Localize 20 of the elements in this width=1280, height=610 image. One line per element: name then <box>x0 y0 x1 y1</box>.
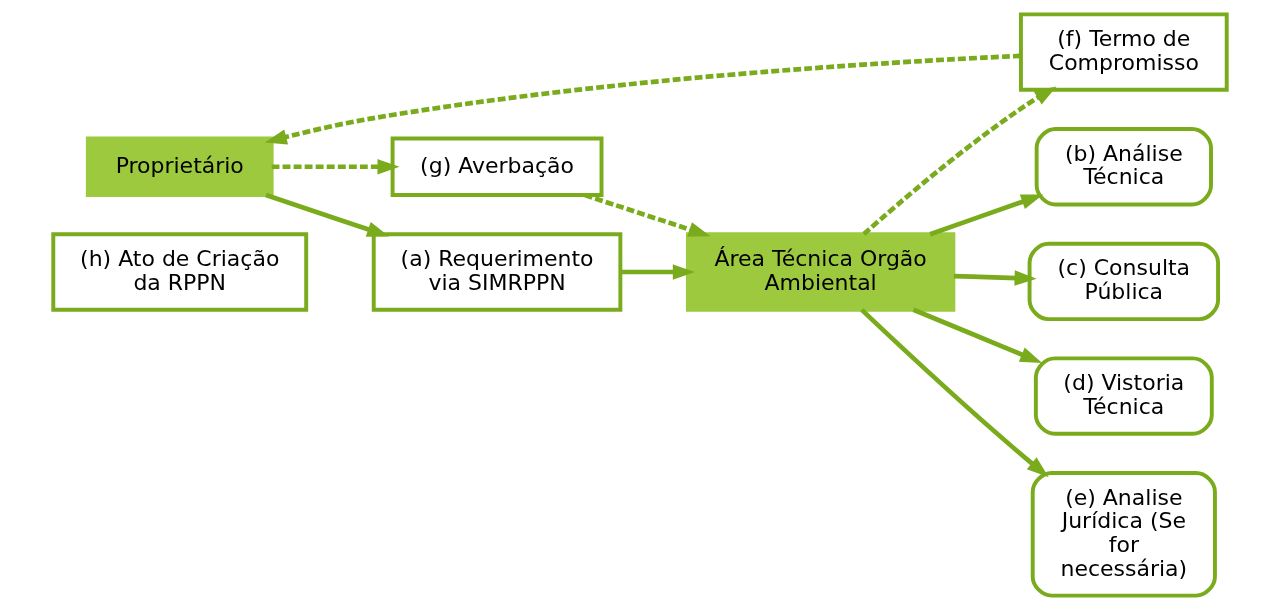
node-box: (d) Vistoria Técnica <box>1033 356 1214 436</box>
arrow <box>584 192 711 237</box>
arrow <box>620 264 695 280</box>
node-box: (g) Averbação <box>390 136 604 197</box>
node-box: (e) Analise Jurídica (Se for necessária) <box>1030 471 1217 598</box>
node-box: Proprietário <box>85 136 274 197</box>
arrow <box>953 270 1037 286</box>
node-box: (a) Requerimento via SIMRPPN <box>371 232 623 312</box>
node-box: (h) Ato de Criação da RPPN <box>51 232 309 312</box>
arrow <box>264 53 1021 145</box>
arrow <box>265 192 390 237</box>
node-box: (b) Análise Técnica <box>1034 127 1213 207</box>
arrow <box>912 307 1043 363</box>
node-box: (f) Termo de Compromisso <box>1018 12 1229 92</box>
node-box: Área Técnica Orgão Ambiental <box>685 232 956 312</box>
arrow <box>862 86 1057 236</box>
arrow <box>860 308 1049 478</box>
node-box: (c) Consulta Pública <box>1027 241 1221 322</box>
arrow <box>929 194 1044 237</box>
arrow <box>271 159 400 175</box>
